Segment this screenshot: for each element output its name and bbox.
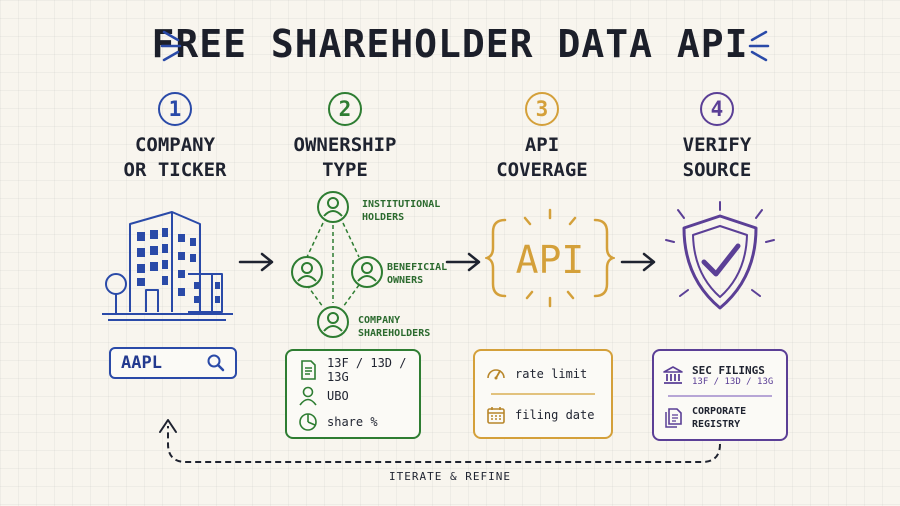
rate-limit-label: rate limit [515, 367, 588, 381]
ubo-row: UBO [297, 383, 409, 409]
page-title: FREE SHAREHOLDER DATA API [151, 22, 749, 66]
api-braces-icon [485, 208, 615, 308]
sec-filings-forms: 13F / 13D / 13G [692, 376, 774, 387]
left-sparkle-icon [160, 30, 182, 62]
ownership-details-card: 13F / 13D / 13G UBO share % [285, 349, 421, 439]
filing-date-row: filing date [485, 395, 601, 435]
iterate-refine-label: ITERATE & REFINE [389, 470, 511, 483]
step-3-title: API COVERAGE [496, 134, 588, 181]
arrow-1-to-2 [238, 252, 274, 272]
sec-filings-text: SEC FILINGS 13F / 13D / 13G [692, 364, 773, 387]
api-coverage-card: rate limit filing date [473, 349, 613, 439]
gauge-icon [487, 369, 505, 380]
corporate-registry-row: CORPORATE REGISTRY [662, 397, 778, 439]
step-2-title: OWNERSHIP TYPE [293, 134, 397, 181]
filing-forms-label: 13F / 13D / 13G [327, 356, 407, 384]
user-icon [299, 386, 317, 406]
ticker-search-input[interactable]: AAPL [109, 347, 237, 379]
right-sparkle-icon [748, 30, 770, 62]
pie-chart-icon [299, 413, 317, 431]
api-badge-text: API [515, 238, 585, 282]
filing-date-label: filing date [515, 407, 595, 422]
ubo-label: UBO [327, 389, 349, 403]
rate-limit-row: rate limit [485, 355, 601, 393]
search-icon[interactable] [207, 354, 225, 372]
beneficial-owner-left-node-icon [291, 256, 323, 288]
share-percent-row: share % [297, 409, 409, 435]
institutional-holder-node-icon [317, 191, 349, 223]
company-shareholder-node-icon [317, 306, 349, 338]
share-percent-label: share % [327, 415, 378, 429]
calendar-icon [487, 406, 505, 424]
verify-card-divider [668, 395, 772, 397]
beneficial-owner-right-node-icon [351, 256, 383, 288]
institutional-holders-label: INSTITUTIONAL HOLDERS [362, 199, 441, 223]
step-1-number: 1 [158, 92, 192, 126]
arrow-3-to-4 [620, 252, 656, 272]
step-2-number: 2 [328, 92, 362, 126]
bank-icon [663, 366, 683, 384]
shield-check-icon [665, 201, 775, 310]
step-4-title: VERIFY SOURCE [682, 134, 752, 181]
sec-filings-label: SEC FILINGS [692, 363, 765, 377]
document-icon [301, 360, 316, 380]
arrow-2-to-3 [445, 252, 481, 272]
building-icon [102, 211, 233, 321]
step-3-number: 3 [525, 92, 559, 126]
company-shareholders-label: COMPANY SHAREHOLDERS [358, 315, 431, 339]
step-4-number: 4 [700, 92, 734, 126]
step-1-title: COMPANY OR TICKER [123, 134, 227, 181]
ticker-search-value: AAPL [121, 353, 162, 373]
documents-icon [665, 407, 682, 428]
filing-forms-row: 13F / 13D / 13G [297, 356, 409, 384]
ownership-network [306, 222, 360, 308]
beneficial-owners-label: BENEFICIAL OWNERS [387, 262, 448, 286]
iterate-loop-arrow [159, 419, 721, 463]
corporate-registry-text: CORPORATE REGISTRY [692, 405, 747, 430]
verify-source-card: SEC FILINGS 13F / 13D / 13G CORPORATE RE… [652, 349, 788, 441]
api-card-divider [491, 393, 595, 395]
sec-filings-row: SEC FILINGS 13F / 13D / 13G [662, 355, 778, 395]
